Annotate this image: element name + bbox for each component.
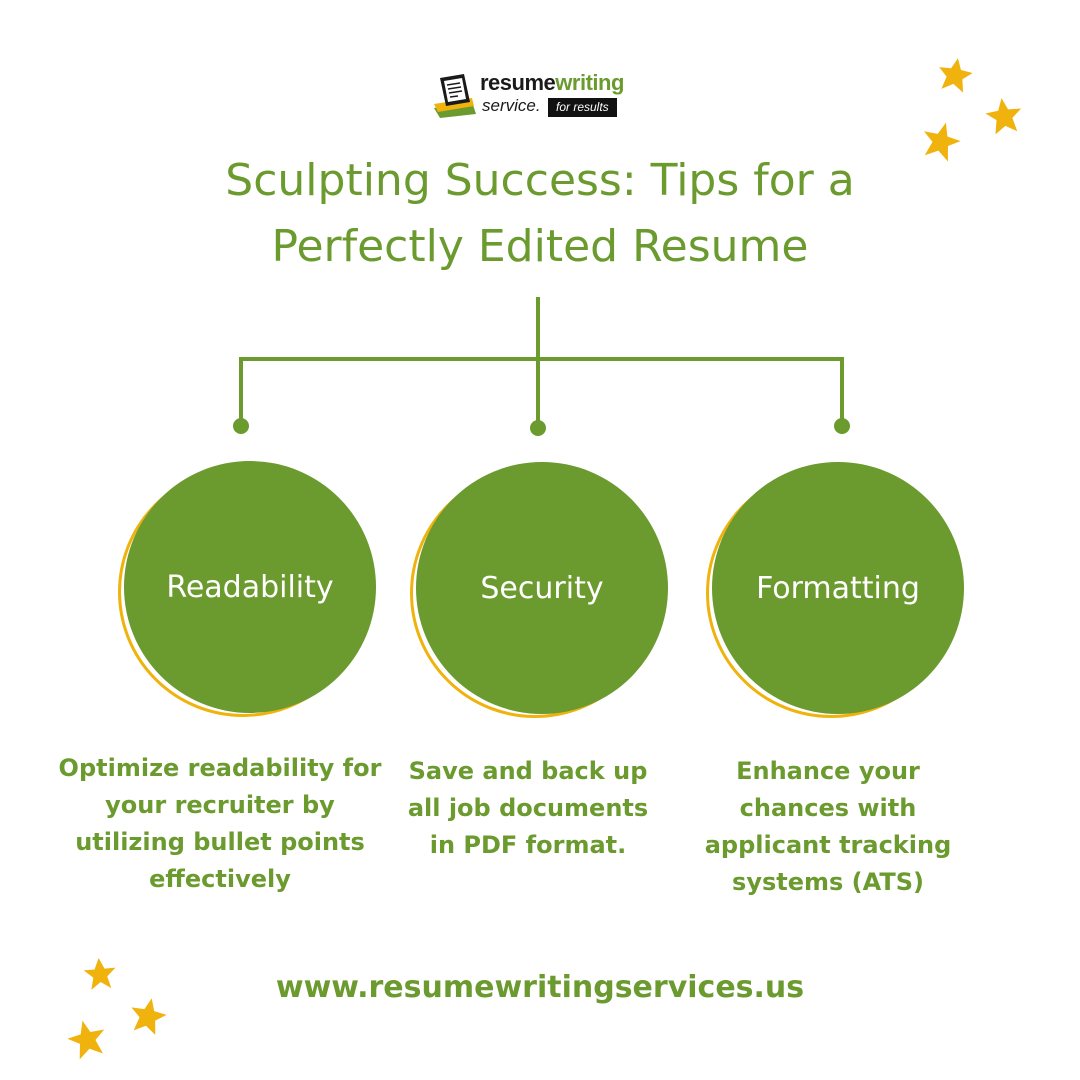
logo-word-resume: resume xyxy=(480,70,556,95)
connector-dot-center xyxy=(530,420,546,436)
description-line: chances with xyxy=(739,794,917,822)
star-icon xyxy=(939,58,973,93)
description-line: in PDF format. xyxy=(429,831,627,859)
tip-description-formatting: Enhance your chances with applicant trac… xyxy=(688,753,968,901)
logo-word-writing: writing xyxy=(555,70,624,95)
circle-fill: Security xyxy=(416,462,668,714)
tip-label: Security xyxy=(480,570,604,606)
title-line-2: Perfectly Edited Resume xyxy=(271,221,809,272)
description-line: Enhance your xyxy=(736,757,920,785)
tip-circle-readability: Readability xyxy=(118,461,376,725)
website-url[interactable]: www.resumewritingservices.us xyxy=(275,970,805,1005)
star-icon xyxy=(131,998,167,1035)
description-line: systems (ATS) xyxy=(732,868,924,896)
description-line: your recruiter by xyxy=(105,791,335,819)
connector-dot-right xyxy=(834,418,850,434)
tip-label: Formatting xyxy=(756,570,920,606)
circle-fill: Readability xyxy=(124,461,376,713)
star-icon xyxy=(985,98,1022,135)
description-line: Optimize readability for xyxy=(58,754,382,782)
brand-logo: resumewriting service. for results xyxy=(432,70,652,120)
page-title: Sculpting Success: Tips for a Perfectly … xyxy=(90,148,990,280)
description-line: Save and back up xyxy=(408,757,648,785)
description-line: applicant tracking xyxy=(704,831,952,859)
description-line: effectively xyxy=(149,865,291,893)
logo-subtext: service. xyxy=(482,96,541,115)
tip-circle-security: Security xyxy=(410,462,668,726)
connector-dot-left xyxy=(233,418,249,434)
star-icon xyxy=(67,1020,105,1060)
description-line: utilizing bullet points xyxy=(75,828,365,856)
tip-label: Readability xyxy=(166,569,334,605)
description-line: all job documents xyxy=(407,794,649,822)
logo-wordmark: resumewriting xyxy=(480,70,624,96)
title-line-1: Sculpting Success: Tips for a xyxy=(225,155,855,206)
logo-tagline: for results xyxy=(548,98,617,117)
star-icon xyxy=(923,122,961,162)
star-icon xyxy=(83,958,116,990)
circle-fill: Formatting xyxy=(712,462,964,714)
tip-description-security: Save and back up all job documents in PD… xyxy=(388,753,668,864)
tip-circle-formatting: Formatting xyxy=(706,462,964,726)
resume-document-icon xyxy=(434,74,476,118)
tip-description-readability: Optimize readability for your recruiter … xyxy=(50,750,390,898)
